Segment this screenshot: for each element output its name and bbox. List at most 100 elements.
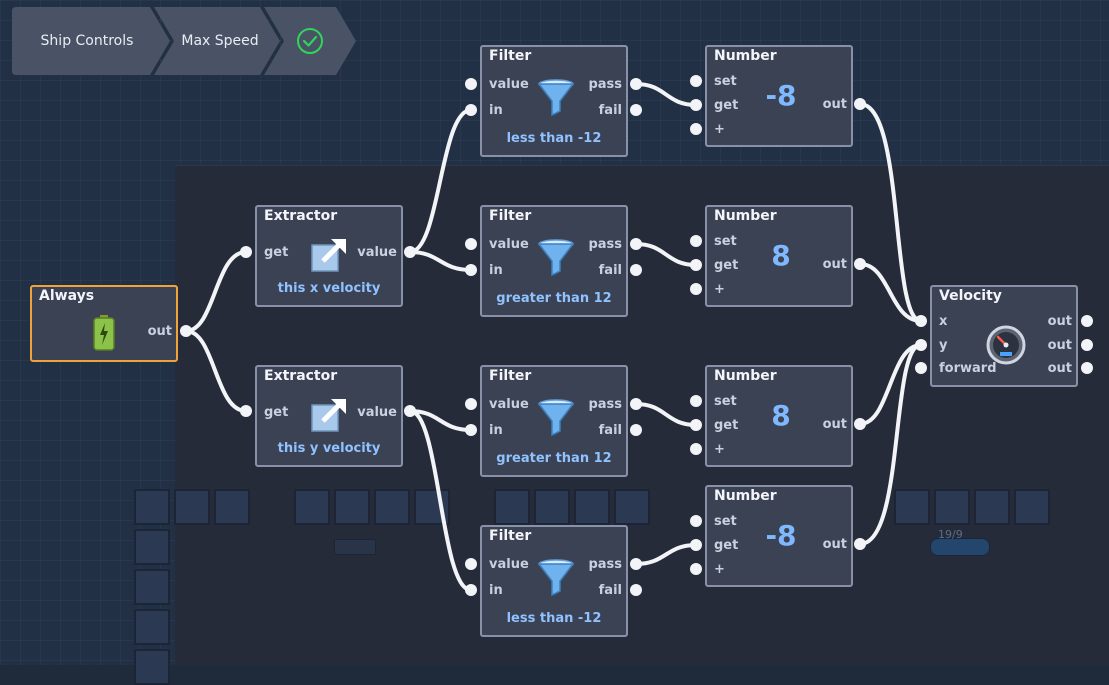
- wires: [184, 82, 923, 592]
- node-title: Number: [714, 48, 777, 64]
- wall-tile: [974, 489, 1010, 525]
- filter-node-3[interactable]: Filter value in pass fail greater than 1…: [480, 365, 628, 477]
- velocity-out-port-1[interactable]: [1081, 315, 1093, 327]
- number-4-plus-port[interactable]: [690, 563, 702, 575]
- number-2-plus-port[interactable]: [690, 283, 702, 295]
- filter-1-pass-port[interactable]: [630, 78, 642, 90]
- always-out-port[interactable]: [180, 325, 192, 337]
- filter-2-in-port[interactable]: [465, 264, 477, 276]
- number-1-set-port[interactable]: [690, 75, 702, 87]
- velocity-y-port[interactable]: [915, 339, 927, 351]
- number-2-get-port[interactable]: [690, 259, 702, 271]
- port-fail-label: fail: [598, 583, 622, 598]
- breadcrumb-label: Ship Controls: [40, 33, 134, 49]
- extractor-x-get-port[interactable]: [240, 246, 252, 258]
- number-node-2[interactable]: Number set get + out 8: [705, 205, 853, 307]
- filter-1-value-port[interactable]: [465, 78, 477, 90]
- number-4-out-port[interactable]: [854, 538, 866, 550]
- filter-4-in-port[interactable]: [465, 584, 477, 596]
- port-in-label: in: [489, 103, 503, 118]
- node-title: Number: [714, 488, 777, 504]
- velocity-out-port-2[interactable]: [1081, 339, 1093, 351]
- number-1-plus-port[interactable]: [690, 123, 702, 135]
- number-3-plus-port[interactable]: [690, 443, 702, 455]
- port-plus-label: +: [714, 562, 725, 577]
- number-2-out-port[interactable]: [854, 258, 866, 270]
- port-out-label: out: [1047, 338, 1072, 353]
- filter-3-in-port[interactable]: [465, 424, 477, 436]
- breadcrumb-max-speed[interactable]: Max Speed: [170, 7, 270, 75]
- node-title: Extractor: [264, 368, 338, 384]
- number-value: -8: [765, 79, 797, 112]
- velocity-x-port[interactable]: [915, 315, 927, 327]
- filter-2-fail-port[interactable]: [630, 264, 642, 276]
- filter-node-1[interactable]: Filter value in pass fail less than -12: [480, 45, 628, 157]
- port-pass-label: pass: [588, 77, 622, 92]
- number-value: 8: [771, 399, 791, 432]
- number-node-4[interactable]: Number set get + out -8: [705, 485, 853, 587]
- wall-tile: [174, 489, 210, 525]
- wall-tile: [574, 489, 610, 525]
- port-in-label: in: [489, 583, 503, 598]
- map-coordinate: 19/9: [938, 528, 963, 541]
- number-3-get-port[interactable]: [690, 419, 702, 431]
- filter-node-2[interactable]: Filter value in pass fail greater than 1…: [480, 205, 628, 317]
- port-value-label: value: [489, 77, 529, 92]
- extractor-x-value-port[interactable]: [404, 246, 416, 258]
- filter-4-fail-port[interactable]: [630, 584, 642, 596]
- extractor-x-node[interactable]: Extractor get value this x velocity: [255, 205, 403, 307]
- number-1-out-port[interactable]: [854, 98, 866, 110]
- number-1-get-port[interactable]: [690, 99, 702, 111]
- extractor-y-value-port[interactable]: [404, 405, 416, 417]
- extractor-caption: this y velocity: [277, 441, 381, 456]
- number-3-set-port[interactable]: [690, 395, 702, 407]
- port-get-label: get: [264, 245, 289, 260]
- wall-tile: [894, 489, 930, 525]
- filter-1-fail-port[interactable]: [630, 104, 642, 116]
- wall-tile: [134, 489, 170, 525]
- breadcrumb-shape: [12, 7, 356, 75]
- filter-3-fail-port[interactable]: [630, 424, 642, 436]
- filter-4-pass-port[interactable]: [630, 558, 642, 570]
- number-3-out-port[interactable]: [854, 418, 866, 430]
- filter-caption: less than -12: [506, 131, 602, 146]
- extractor-y-get-port[interactable]: [240, 405, 252, 417]
- number-4-get-port[interactable]: [690, 539, 702, 551]
- velocity-forward-port[interactable]: [915, 362, 927, 374]
- filter-1-in-port[interactable]: [465, 104, 477, 116]
- wall-tile: [614, 489, 650, 525]
- filter-2-pass-port[interactable]: [630, 238, 642, 250]
- filter-4-value-port[interactable]: [465, 558, 477, 570]
- number-2-set-port[interactable]: [690, 235, 702, 247]
- filter-node-4[interactable]: Filter value in pass fail less than -12: [480, 525, 628, 637]
- extractor-y-node[interactable]: Extractor get value this y velocity: [255, 365, 403, 467]
- extract-arrow-icon: [311, 395, 349, 437]
- port-x-label: x: [939, 314, 948, 329]
- filter-2-value-port[interactable]: [465, 238, 477, 250]
- port-get-label: get: [714, 418, 739, 433]
- always-node[interactable]: Always out: [30, 285, 178, 362]
- port-value-label: value: [489, 557, 529, 572]
- port-get-label: get: [714, 538, 739, 553]
- port-out-label: out: [1047, 361, 1072, 376]
- check-icon[interactable]: [296, 27, 324, 55]
- velocity-node[interactable]: Velocity x y forward out out out: [930, 285, 1078, 387]
- filter-3-pass-port[interactable]: [630, 398, 642, 410]
- floor-prop: [334, 539, 376, 555]
- battery-icon: [93, 315, 115, 355]
- number-4-set-port[interactable]: [690, 515, 702, 527]
- node-title: Filter: [489, 48, 532, 64]
- filter-3-value-port[interactable]: [465, 398, 477, 410]
- breadcrumb-ship-controls[interactable]: Ship Controls: [12, 7, 162, 75]
- node-title: Number: [714, 208, 777, 224]
- port-fail-label: fail: [598, 103, 622, 118]
- port-out-label: out: [147, 324, 172, 339]
- port-set-label: set: [714, 394, 737, 409]
- node-title: Extractor: [264, 208, 338, 224]
- number-node-1[interactable]: Number set get + out -8: [705, 45, 853, 147]
- wall-tile: [214, 489, 250, 525]
- port-out-label: out: [822, 97, 847, 112]
- number-node-3[interactable]: Number set get + out 8: [705, 365, 853, 467]
- velocity-out-port-3[interactable]: [1081, 362, 1093, 374]
- port-plus-label: +: [714, 122, 725, 137]
